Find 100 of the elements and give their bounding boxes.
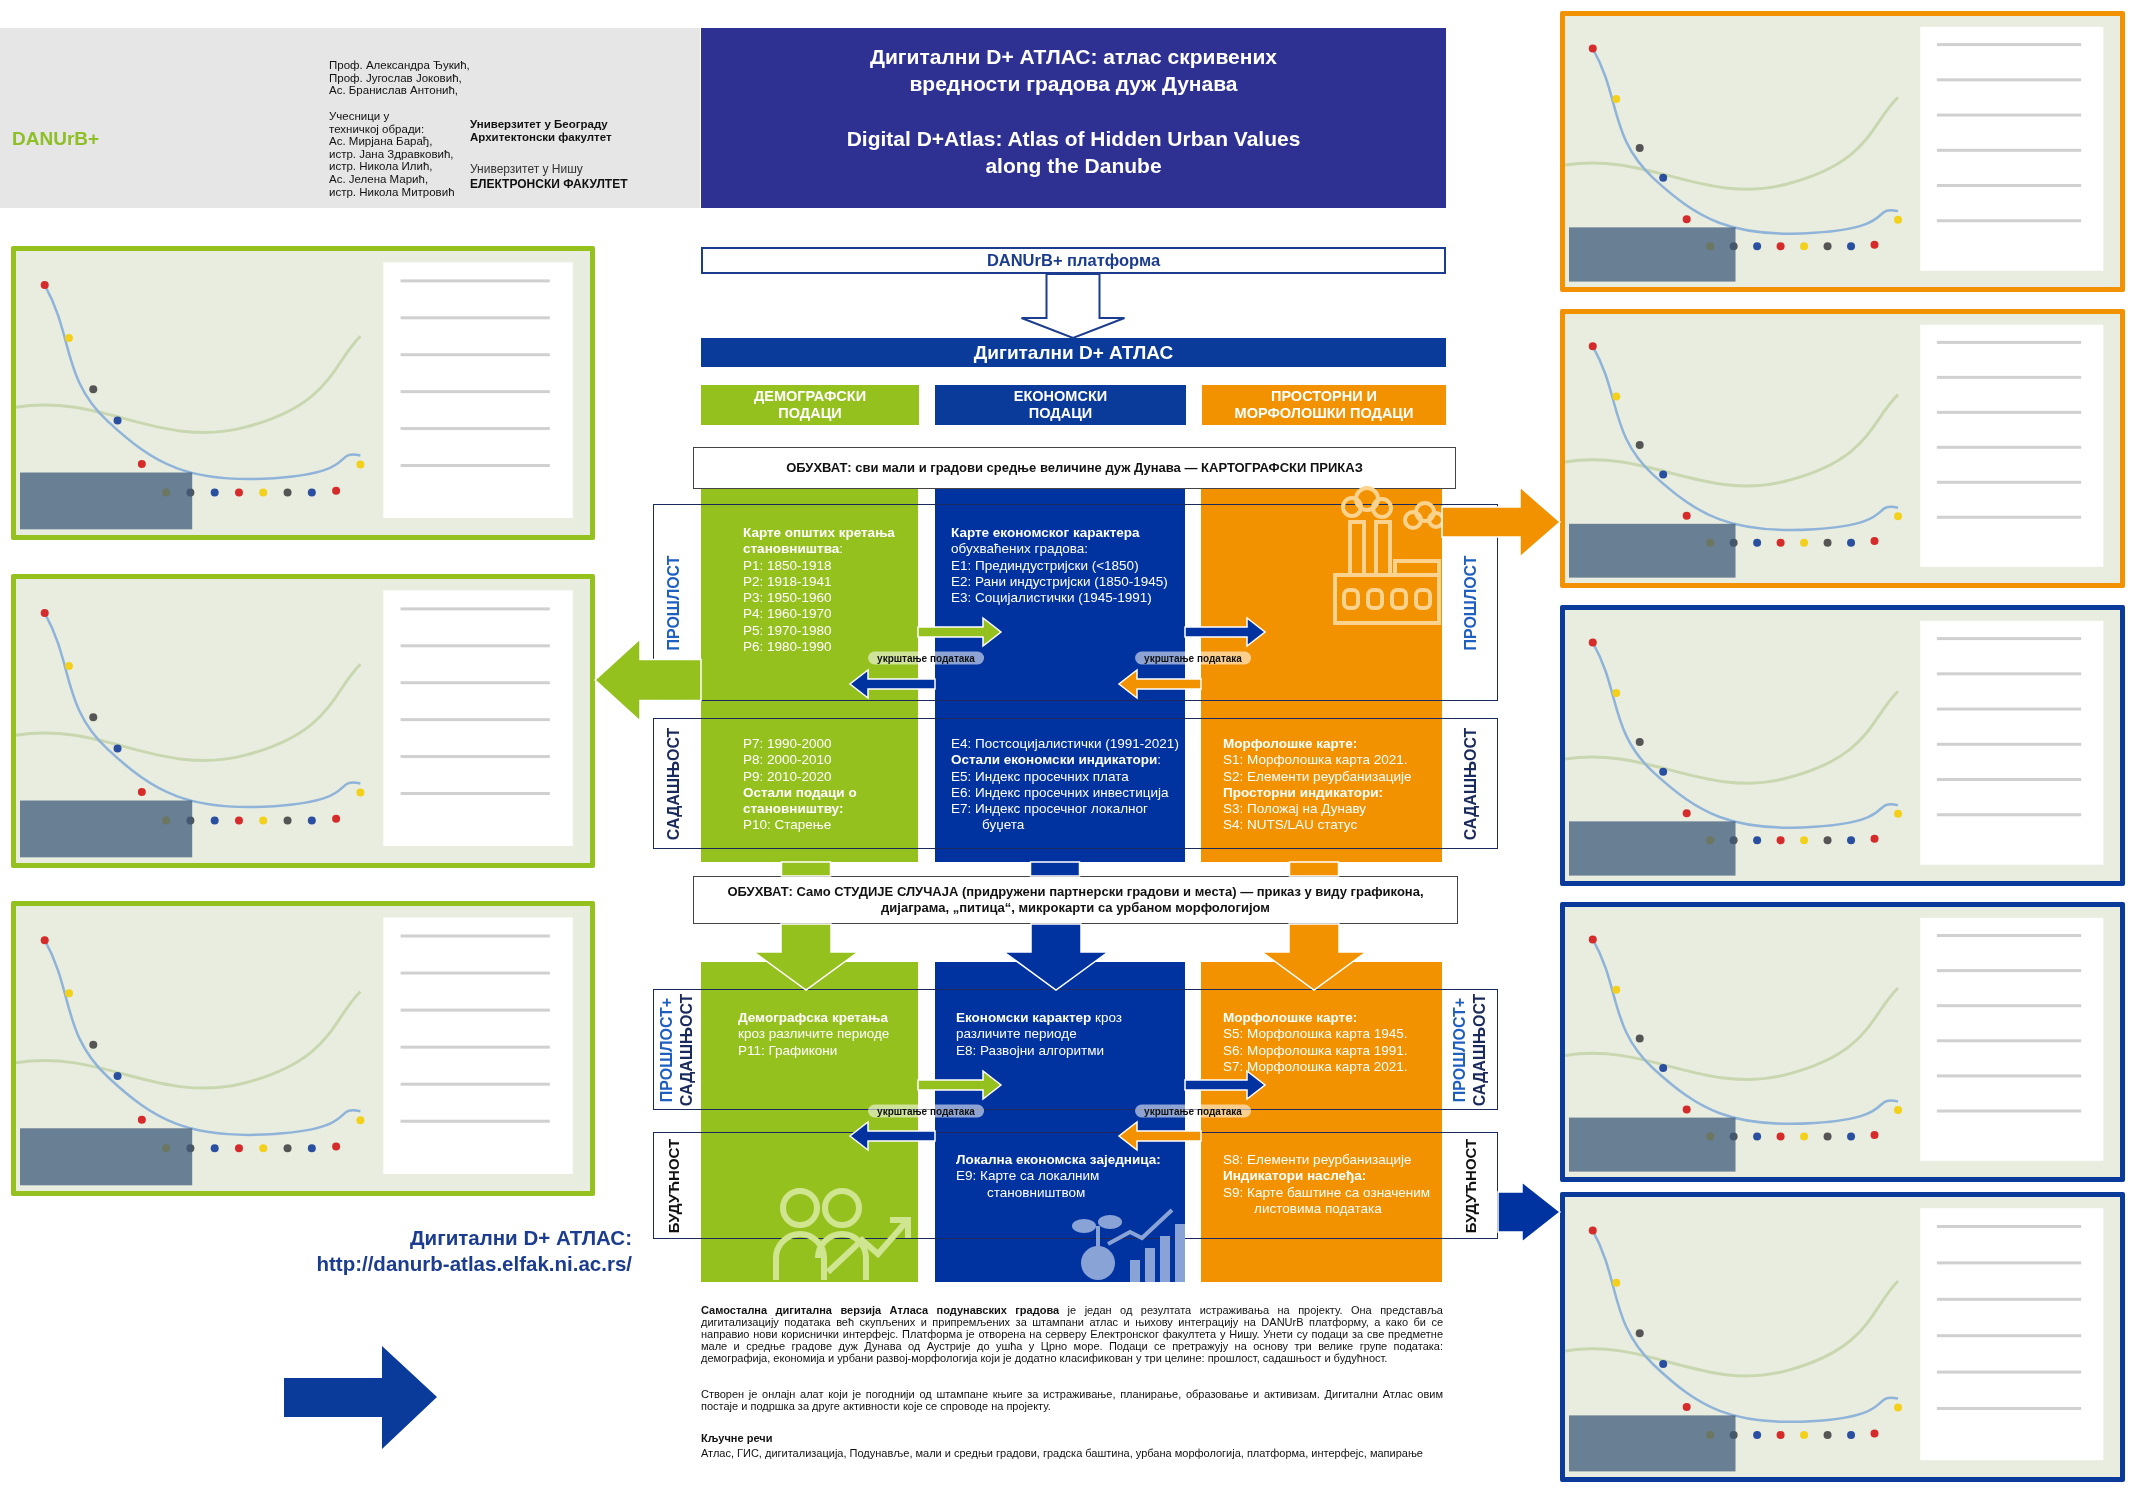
column-text: S3: Положај на Дунаву	[1223, 801, 1368, 818]
column-text: P10: Старење	[743, 817, 833, 834]
edge-label: укрштање података	[1135, 1104, 1251, 1118]
map-screenshot	[1560, 1192, 2125, 1482]
column-text: E9: Карте са локалним становништвом	[956, 1168, 1101, 1201]
column-text: P5: 1970-1980	[743, 622, 833, 640]
column-text: P3: 1950-1960	[743, 590, 833, 607]
column-text: S5: Морфолошка карта 1945.	[1223, 1026, 1409, 1043]
map-screenshot	[1560, 902, 2125, 1182]
column-text: P1: 1850-1918	[743, 557, 833, 574]
url-link: http://danurb-atlas.elfak.ni.ac.rs/	[316, 1252, 632, 1276]
platform-box	[701, 247, 1446, 274]
university-name: Универзитет у Београду Архитектонски факултет	[470, 118, 613, 144]
band-label: САДАШЊОСТ	[1462, 727, 1480, 840]
column-text: S8: Елементи реурбанизације	[1223, 1152, 1413, 1169]
header-text: ПРОСТОРНИ И МОРФОЛОШКИ ПОДАЦИ	[1233, 388, 1415, 422]
header-panel	[0, 28, 700, 208]
column-text: Морфолошке карте:	[1223, 1010, 1359, 1027]
band-frame	[653, 504, 1498, 701]
column-text: P4: 1960-1970	[743, 606, 833, 623]
column-text: Демографска кретања кроз различите периоде	[738, 1010, 891, 1043]
university-name: Универзитет у Нишу	[470, 162, 583, 176]
arrow	[917, 616, 1003, 648]
column-text: E6: Индекс просечних инвестиција	[951, 784, 1170, 802]
project-name: DANUrB+	[12, 128, 100, 150]
column-text: Остали подаци о становништву:	[743, 784, 858, 818]
arrow	[1117, 668, 1202, 700]
column-text: Морфолошке карте:	[1223, 736, 1359, 753]
header-text: ЕКОНОМСКИ ПОДАЦИ	[1012, 388, 1109, 422]
column-text: E5: Индекс просечних плата	[951, 768, 1130, 785]
author-name: Ас. Бранислав Антонић,	[329, 84, 459, 97]
column-text: P9: 2010-2020	[743, 768, 833, 785]
map-screenshot	[1560, 309, 2125, 588]
platform-title: DANUrB+ платформа	[986, 251, 1161, 270]
band-label: САДАШЊОСТ	[678, 993, 696, 1106]
column-text: S6: Морфолошка карта 1991.	[1223, 1042, 1409, 1059]
title-text: Digital D+Atlas: Atlas of Hidden Urban Values along the Danube	[845, 126, 1302, 179]
map-screenshot	[1560, 11, 2125, 292]
arrow	[1441, 485, 1562, 559]
scope-box	[693, 447, 1456, 489]
site-title: Дигитални D+ АТЛАС:	[409, 1226, 632, 1250]
column-text: Локална економска заједница:	[956, 1152, 1162, 1169]
edge-label: укрштање података	[868, 1104, 984, 1118]
keywords-heading: Кључне речи	[701, 1432, 773, 1444]
arrow	[917, 1069, 1003, 1101]
map-screenshot	[11, 574, 595, 868]
scope-text: ОБУХВАТ: сви мали и градови средње величине дуж Дунава — КАРТОГРАФСКИ ПРИКАЗ	[786, 460, 1363, 476]
arrow	[593, 637, 702, 723]
column-text: Карте општих кретања становништва:	[743, 525, 896, 558]
participants-heading: Учесници у техничкој обради:	[329, 110, 426, 136]
band-label: ПРОШЛОСТ+	[658, 997, 676, 1102]
paragraph: Самостална дигитална верзија Атласа подунавских градова је један од резултата истраживања на пројекту. Она представља дигитализацију података већ скупљених и припремљених за штампани атлас и њихову интеграцију на DANUrB платформу, а како би се направио нови кориснички интерфејс. Платформа је отворена на серверу Електронског факултета у Нишу. Унети су подаци за све предметне мале и средње градове дуж Дунава од Аустрије до ушћа у Црно море. Подаци се претражују на основу три велике групе података: демографија, економија и урбани развој-морфологија који је додатно класификован у три целине: прошлост, садашњост и будућност.	[701, 1304, 1443, 1364]
map-screenshot	[11, 246, 595, 540]
arrow	[848, 668, 936, 700]
author-name: Проф. Александра Ђукић,	[329, 59, 470, 72]
category-header	[1202, 385, 1446, 425]
arrow	[848, 1120, 936, 1152]
band-frame	[653, 989, 1498, 1110]
participant-name: Ас. Мирјана Барађ,	[329, 135, 434, 148]
column-text: S1: Морфолошка карта 2021.	[1223, 752, 1409, 769]
column-text: Остали економски индикатори:	[951, 752, 1162, 769]
connector-bar	[780, 861, 832, 877]
faculty-name: ЕЛЕКТРОНСКИ ФАКУЛТЕТ	[470, 177, 628, 191]
participant-name: Ас. Јелена Марић,	[329, 172, 430, 186]
column-text: S4: NUTS/LAU статус	[1223, 817, 1359, 834]
keywords-text: Атлас, ГИС, дигитализација, Подунавље, мали и средњи градови, градска баштина, урбана морфологија, платформа, интерфејс, мапирање	[701, 1447, 1424, 1459]
participant-name: истр. Јана Здравковић,	[329, 147, 455, 161]
category-header	[701, 385, 919, 425]
column-text: E8: Развојни алгоритми	[956, 1042, 1105, 1059]
column-text: E3: Социјалистички (1945-1991)	[951, 590, 1153, 607]
title-banner	[701, 28, 1446, 208]
column-text: P8: 2000-2010	[743, 752, 833, 769]
band-frame	[653, 718, 1498, 849]
column-text: P2: 1918-1941	[743, 573, 833, 591]
author-name: Проф. Југослав Јоковић,	[329, 71, 463, 85]
paragraph: Створен је онлајн алат који је погоднији од штампане књиге за истраживање, планирање, образовање и активизам. Дигитални Атлас овим постаје и подршка за друге активности које се спроводе на пројекту.	[701, 1388, 1443, 1412]
scope-text: ОБУХВАТ: Само СТУДИЈЕ СЛУЧАЈА (придружени партнерски градови и места) — приказ у виду графикона, дијаграма, „питица“, микрокарти са урбаном морфологијом	[726, 884, 1425, 916]
band-label: САДАШЊОСТ	[1471, 993, 1489, 1106]
participant-name: истр. Никола Митровић	[329, 185, 455, 199]
connector-bar	[1288, 861, 1340, 877]
arrow	[1117, 1120, 1202, 1152]
arrow	[1497, 1180, 1562, 1244]
band-label: ПРОШЛОСТ	[1462, 554, 1480, 651]
map-screenshot	[1560, 605, 2125, 886]
participant-name: истр. Никола Илић,	[329, 160, 434, 173]
column-text: Економски карактер кроз различите периоде	[956, 1010, 1124, 1043]
column-text: P11: Графикони	[738, 1042, 839, 1059]
band-label: БУДУЋНОСТ	[1462, 1138, 1479, 1233]
column-text: Карте економског карактера обухваћених градова:	[951, 525, 1141, 558]
header-text: ДЕМОГРАФСКИ ПОДАЦИ	[752, 388, 868, 422]
arrow	[1020, 273, 1126, 340]
column-text: Просторни индикатори:	[1223, 784, 1384, 802]
column-text: Индикатори наслеђа:	[1223, 1168, 1368, 1185]
column-text: E2: Рани индустријски (1850-1945)	[951, 573, 1169, 591]
title-text: Дигитални D+ АТЛАС: атлас скривених вредности градова дуж Дунава	[868, 44, 1279, 97]
band-label: САДАШЊОСТ	[665, 727, 683, 840]
arrow	[1184, 1069, 1267, 1101]
column-text: S7: Морфолошка карта 2021.	[1223, 1058, 1409, 1076]
column-text: E7: Индекс просечног локалног буџета	[951, 801, 1149, 834]
connector-bar	[1029, 861, 1081, 877]
